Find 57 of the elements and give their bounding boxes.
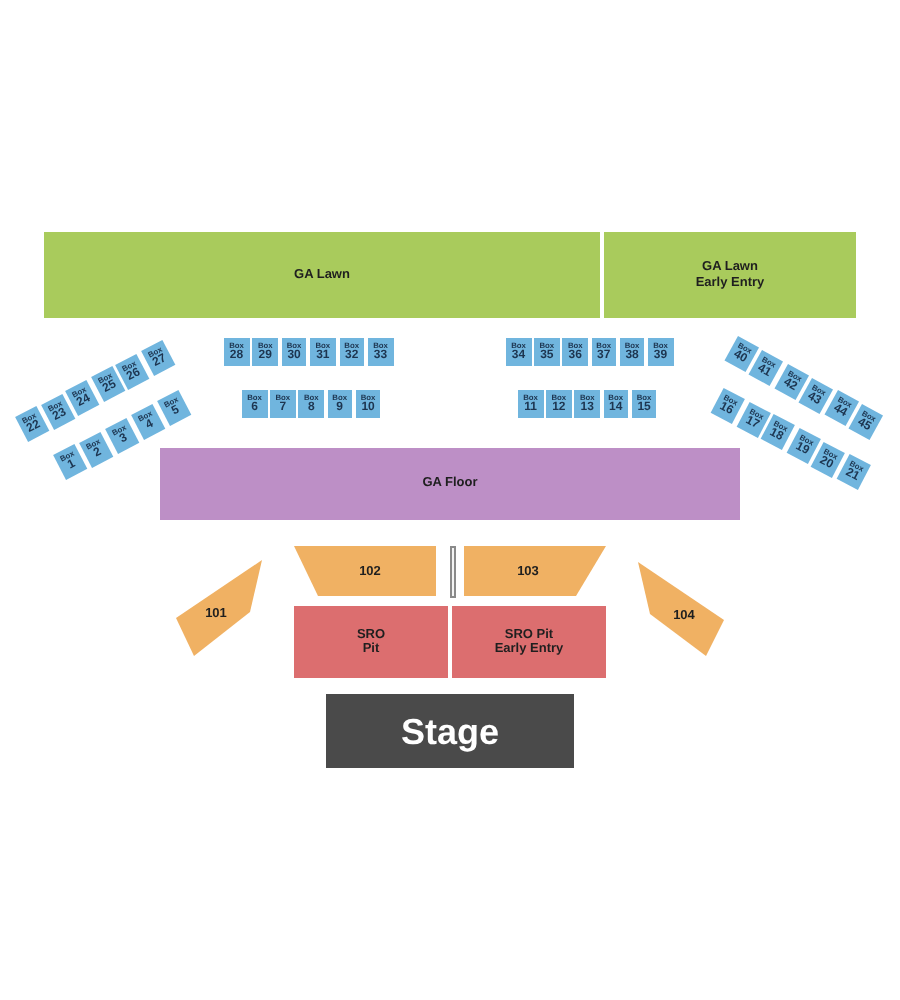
box-seat-section <box>749 350 784 386</box>
box-seat-section <box>518 390 543 417</box>
box-seat-section <box>224 338 249 365</box>
box-seat-section <box>157 390 191 426</box>
pit-section <box>452 606 606 678</box>
box-seat-section <box>546 390 572 417</box>
box-seat-section <box>761 414 796 450</box>
lawn-section <box>604 232 856 318</box>
box-seat-section <box>619 338 645 365</box>
lawn-section <box>44 232 600 318</box>
box-seat-section <box>53 444 87 480</box>
box-seat-section <box>105 417 139 453</box>
box-seat-section <box>811 441 846 477</box>
box-seat-section <box>648 338 673 365</box>
narrow-bar <box>449 545 456 597</box>
box-seat-section <box>90 366 125 402</box>
box-seat-section <box>310 338 336 365</box>
box-seat-section <box>631 390 657 417</box>
box-seat-section <box>824 390 859 426</box>
box-seat-section <box>339 338 365 365</box>
box-seat-section <box>736 401 771 437</box>
box-seat-section <box>79 431 113 466</box>
box-seat-section <box>65 380 100 416</box>
seating-section <box>638 562 724 656</box>
box-seat-section <box>799 377 834 413</box>
box-seat-section <box>786 428 821 464</box>
box-seat-section <box>141 340 175 376</box>
box-seat-section <box>591 338 617 365</box>
box-seat-section <box>603 390 629 417</box>
box-seat-section <box>725 336 759 372</box>
box-seat-section <box>281 338 307 365</box>
box-seat-section <box>115 353 150 389</box>
box-seat-section <box>355 390 381 417</box>
box-seat-section <box>506 338 531 365</box>
seating-section <box>294 546 436 596</box>
box-seat-section <box>270 390 296 417</box>
box-seat-section <box>15 406 49 442</box>
box-seat-section <box>574 390 600 417</box>
box-seat-section <box>774 363 809 399</box>
box-seat-section <box>131 404 165 439</box>
stage-block <box>326 694 574 768</box>
seating-section <box>176 560 262 656</box>
box-seat-section <box>711 388 745 424</box>
box-seat-section <box>849 404 883 440</box>
box-seat-section <box>242 390 267 417</box>
box-seat-section <box>40 393 75 429</box>
box-seat-section <box>837 454 871 490</box>
box-seat-section <box>368 338 393 365</box>
box-seat-section <box>298 390 324 417</box>
seating-section <box>464 546 606 596</box>
box-seat-section <box>252 338 278 365</box>
pit-section <box>294 606 448 678</box>
box-seat-section <box>562 338 588 365</box>
stage-label: Stage <box>400 713 500 749</box>
floor-section <box>160 448 740 520</box>
box-seat-section <box>327 390 353 417</box>
box-seat-section <box>534 338 560 365</box>
